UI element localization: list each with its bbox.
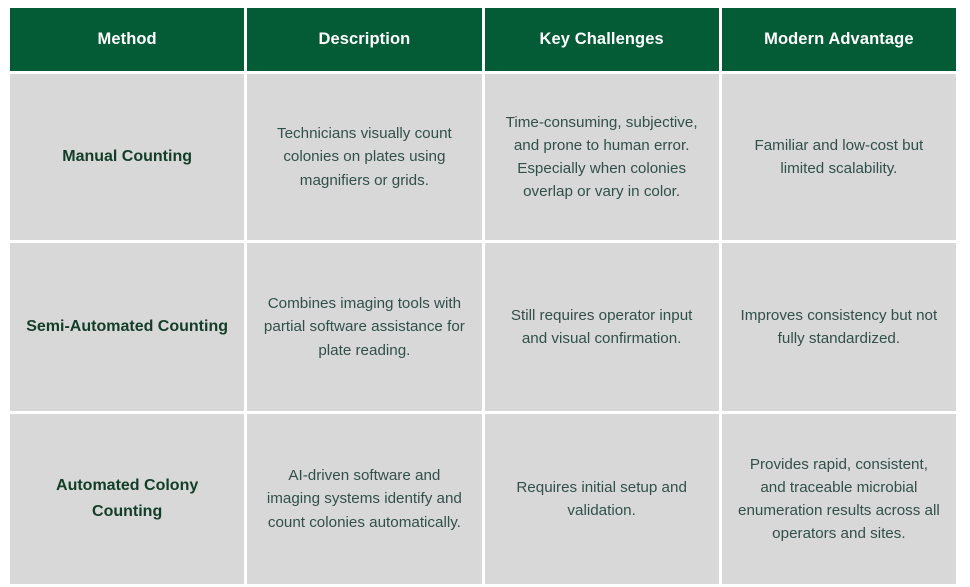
cell-modern-advantage-text: Improves consistency but not fully stand… <box>740 306 938 347</box>
methods-comparison-table: Method Description Key Challenges Modern… <box>7 5 959 587</box>
table-header-row: Method Description Key Challenges Modern… <box>10 8 956 71</box>
column-header-description: Description <box>247 8 482 71</box>
cell-key-challenges: Still requires operator input and visual… <box>484 243 719 411</box>
cell-method: Manual Counting <box>10 74 245 240</box>
cell-method: Automated Colony Counting <box>10 414 245 584</box>
cell-description: Combines imaging tools with partial soft… <box>247 243 482 411</box>
cell-modern-advantage: Provides rapid, consistent, and traceabl… <box>721 414 956 584</box>
cell-key-challenges: Requires initial setup and validation. <box>484 414 719 584</box>
cell-method: Semi-Automated Counting <box>10 243 245 411</box>
cell-modern-advantage: Improves consistency but not fully stand… <box>721 243 956 411</box>
cell-method-text: Manual Counting <box>62 148 192 166</box>
table-row: Semi-Automated Counting Combines imaging… <box>10 243 956 411</box>
cell-modern-advantage: Familiar and low-cost but limited scalab… <box>721 74 956 240</box>
cell-key-challenges: Time-consuming, subjective, and prone to… <box>484 74 719 240</box>
table-row: Manual Counting Technicians visually cou… <box>10 74 956 240</box>
table-header: Method Description Key Challenges Modern… <box>10 8 956 71</box>
cell-modern-advantage-text: Provides rapid, consistent, and traceabl… <box>738 455 940 543</box>
cell-modern-advantage-text: Familiar and low-cost but limited scalab… <box>754 136 924 177</box>
cell-description: AI-driven software and imaging systems i… <box>247 414 482 584</box>
cell-description-text: Combines imaging tools with partial soft… <box>263 295 465 359</box>
cell-method-text: Semi-Automated Counting <box>26 318 228 336</box>
table-row: Automated Colony Counting AI-driven soft… <box>10 414 956 584</box>
column-header-method: Method <box>10 8 245 71</box>
column-header-key-challenges: Key Challenges <box>484 8 719 71</box>
cell-description: Technicians visually count colonies on p… <box>247 74 482 240</box>
cell-description-text: Technicians visually count colonies on p… <box>277 125 452 189</box>
cell-key-challenges-text: Time-consuming, subjective, and prone to… <box>505 113 698 201</box>
cell-description-text: AI-driven software and imaging systems i… <box>266 467 462 531</box>
column-header-modern-advantage: Modern Advantage <box>721 8 956 71</box>
cell-method-text: Automated Colony Counting <box>56 477 199 520</box>
cell-key-challenges-text: Requires initial setup and validation. <box>516 478 687 519</box>
comparison-table-container: Method Description Key Challenges Modern… <box>10 8 962 584</box>
table-body: Manual Counting Technicians visually cou… <box>10 74 956 584</box>
cell-key-challenges-text: Still requires operator input and visual… <box>510 306 693 347</box>
